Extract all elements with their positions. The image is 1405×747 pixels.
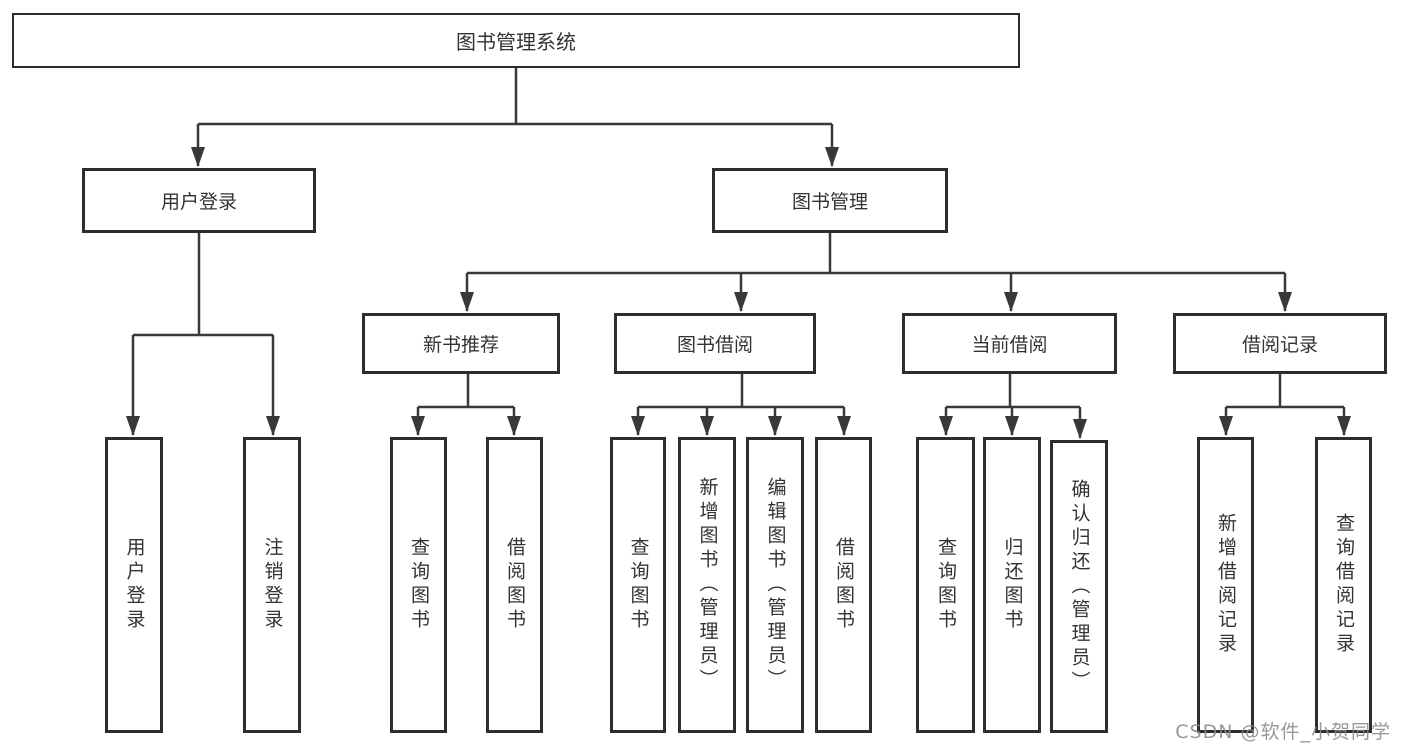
- edge-borrow-record-to-leaves: [1219, 374, 1351, 436]
- node-leaf-return-books: 归还图书: [983, 437, 1041, 733]
- node-label: 查询图书: [408, 537, 430, 633]
- node-label: 确认归还（管理员）: [1068, 478, 1091, 695]
- node-label: 编辑图书（管理员）: [764, 477, 787, 693]
- node-leaf-query-books-1: 查询图书: [390, 437, 447, 733]
- node-label: 新增借阅记录: [1215, 513, 1237, 657]
- csdn-watermark: CSDN @软件_小贺同学: [1175, 721, 1391, 743]
- node-label: 当前借阅: [971, 334, 1048, 356]
- node-book-borrow: 图书借阅: [614, 313, 816, 374]
- node-label: 查询借阅记录: [1333, 513, 1355, 657]
- edge-book-borrow-to-leaves: [631, 374, 851, 436]
- node-label: 图书管理系统: [456, 30, 576, 54]
- node-label: 借阅图书: [504, 537, 526, 633]
- edge-user-login-to-leaves: [126, 233, 280, 436]
- node-leaf-query-books-3: 查询图书: [916, 437, 975, 733]
- edge-root-to-level2: [191, 68, 839, 167]
- node-label: 查询图书: [935, 537, 957, 633]
- node-current-borrow: 当前借阅: [902, 313, 1117, 374]
- node-label: 查询图书: [627, 537, 650, 633]
- node-borrow-record: 借阅记录: [1173, 313, 1387, 374]
- node-leaf-add-books-admin: 新增图书（管理员）: [678, 437, 736, 733]
- node-label: 新增图书（管理员）: [696, 477, 719, 693]
- node-label: 新书推荐: [422, 334, 499, 356]
- node-label: 用户登录: [123, 537, 146, 633]
- node-library-management-system: 图书管理系统: [12, 13, 1020, 68]
- node-label: 图书借阅: [676, 334, 753, 356]
- node-leaf-logout: 注销登录: [243, 437, 301, 733]
- node-leaf-edit-books-admin: 编辑图书（管理员）: [746, 437, 804, 733]
- node-leaf-user-login: 用户登录: [105, 437, 163, 733]
- node-leaf-add-borrow-record: 新增借阅记录: [1197, 437, 1254, 733]
- edge-book-mgmt-to-level3: [460, 233, 1292, 312]
- node-label: 注销登录: [261, 537, 284, 633]
- node-label: 归还图书: [1001, 537, 1024, 633]
- node-label: 图书管理: [791, 191, 868, 213]
- node-new-book-recommend: 新书推荐: [362, 313, 560, 374]
- node-label: 用户登录: [160, 191, 237, 213]
- node-label: 借阅记录: [1241, 334, 1318, 356]
- node-book-management: 图书管理: [712, 168, 948, 233]
- node-user-login: 用户登录: [82, 168, 316, 233]
- node-leaf-borrow-books-1: 借阅图书: [486, 437, 543, 733]
- node-leaf-query-borrow-record: 查询借阅记录: [1315, 437, 1372, 733]
- edge-current-borrow-to-leaves: [939, 374, 1087, 439]
- node-leaf-query-books-2: 查询图书: [610, 437, 666, 733]
- edge-new-book-recommend-to-leaves: [411, 374, 521, 436]
- node-label: 借阅图书: [833, 537, 855, 633]
- node-leaf-borrow-books-2: 借阅图书: [815, 437, 872, 733]
- node-leaf-confirm-return-admin: 确认归还（管理员）: [1050, 440, 1108, 733]
